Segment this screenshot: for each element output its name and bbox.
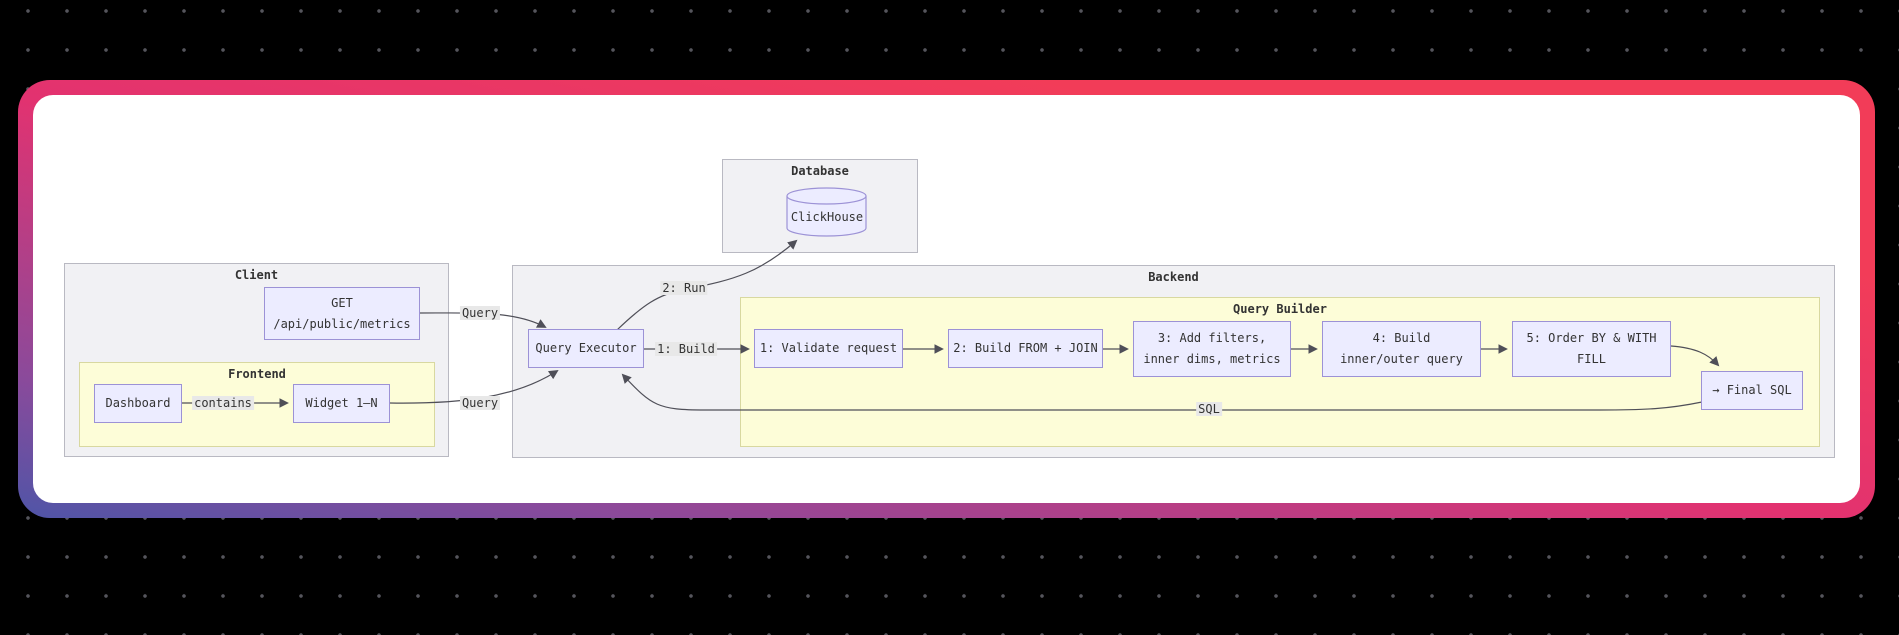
node-step2: 2: Build FROM + JOIN bbox=[948, 329, 1103, 368]
edge-label-query-bottom: Query bbox=[459, 396, 501, 410]
node-widget: Widget 1–N bbox=[293, 384, 390, 423]
node-dashboard: Dashboard bbox=[94, 384, 182, 423]
node-get-endpoint-line2: /api/public/metrics bbox=[273, 316, 411, 331]
edge-label-contains: contains bbox=[192, 396, 254, 410]
edge-label-build: 1: Build bbox=[655, 342, 717, 356]
cluster-database: Database bbox=[722, 159, 918, 253]
cluster-client-label: Client bbox=[234, 268, 279, 282]
cluster-query-builder-label: Query Builder bbox=[1233, 302, 1327, 316]
cluster-database-label: Database bbox=[791, 164, 849, 178]
cluster-frontend-label: Frontend bbox=[228, 367, 286, 381]
node-step1: 1: Validate request bbox=[754, 329, 903, 368]
edge-label-run: 2: Run bbox=[660, 281, 708, 295]
node-final-sql: → Final SQL bbox=[1701, 371, 1803, 410]
node-query-executor: Query Executor bbox=[528, 329, 644, 368]
edge-label-query-top: Query bbox=[459, 306, 501, 320]
node-step4: 4: Build inner/outer query bbox=[1322, 321, 1481, 377]
node-step5: 5: Order BY & WITH FILL bbox=[1512, 321, 1671, 377]
node-clickhouse-label: ClickHouse bbox=[790, 210, 864, 224]
node-step3: 3: Add filters, inner dims, metrics bbox=[1133, 321, 1291, 377]
cluster-backend-label: Backend bbox=[1148, 270, 1199, 284]
node-get-endpoint-line1: GET bbox=[331, 295, 353, 310]
edge-label-sql: SQL bbox=[1196, 402, 1222, 416]
node-get-endpoint: GET /api/public/metrics bbox=[264, 287, 420, 340]
